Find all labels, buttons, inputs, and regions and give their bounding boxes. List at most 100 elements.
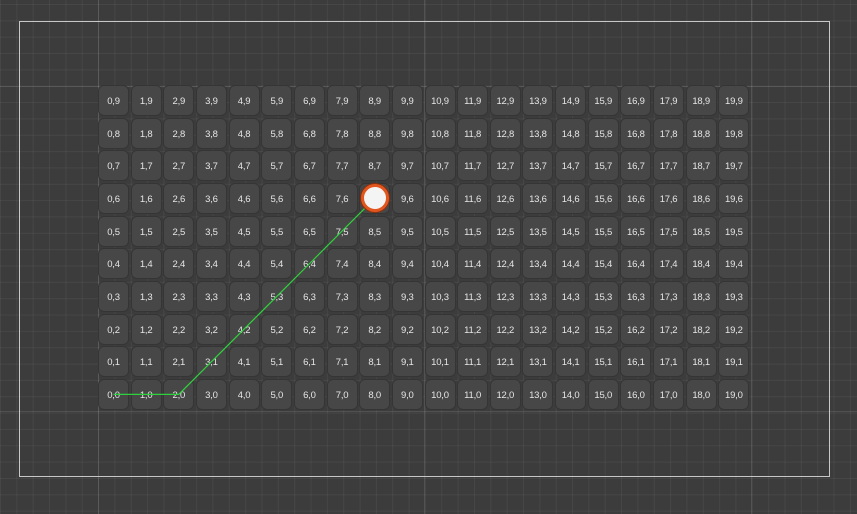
tile-3-6[interactable]: 3,6: [195, 182, 227, 214]
tile-7-3[interactable]: 7,3: [326, 280, 358, 312]
tile-7-0[interactable]: 7,0: [326, 378, 358, 410]
tile-17-9[interactable]: 17,9: [653, 85, 685, 116]
tile-8-7[interactable]: 8,7: [359, 150, 391, 182]
tile-5-1[interactable]: 5,1: [261, 346, 293, 378]
tile-4-5[interactable]: 4,5: [228, 215, 260, 247]
tile-7-5[interactable]: 7,5: [326, 215, 358, 247]
tile-15-3[interactable]: 15,3: [587, 280, 619, 312]
tile-15-1[interactable]: 15,1: [587, 346, 619, 378]
tile-11-0[interactable]: 11,0: [457, 378, 489, 410]
tile-2-0[interactable]: 2,0: [163, 378, 195, 410]
tile-1-7[interactable]: 1,7: [130, 150, 162, 182]
tile-18-1[interactable]: 18,1: [685, 346, 717, 378]
tile-0-5[interactable]: 0,5: [98, 215, 129, 247]
tile-0-7[interactable]: 0,7: [98, 150, 129, 182]
tile-12-2[interactable]: 12,2: [489, 313, 521, 345]
tile-15-2[interactable]: 15,2: [587, 313, 619, 345]
tile-17-6[interactable]: 17,6: [653, 182, 685, 214]
tile-1-9[interactable]: 1,9: [130, 85, 162, 116]
tile-19-0[interactable]: 19,0: [718, 378, 750, 410]
tile-19-3[interactable]: 19,3: [718, 280, 750, 312]
tile-18-0[interactable]: 18,0: [685, 378, 717, 410]
tile-17-3[interactable]: 17,3: [653, 280, 685, 312]
tile-8-5[interactable]: 8,5: [359, 215, 391, 247]
tile-0-8[interactable]: 0,8: [98, 117, 129, 149]
tile-7-7[interactable]: 7,7: [326, 150, 358, 182]
tile-12-0[interactable]: 12,0: [489, 378, 521, 410]
tile-4-9[interactable]: 4,9: [228, 85, 260, 116]
tile-19-6[interactable]: 19,6: [718, 182, 750, 214]
tile-17-4[interactable]: 17,4: [653, 248, 685, 280]
tile-18-6[interactable]: 18,6: [685, 182, 717, 214]
tile-19-2[interactable]: 19,2: [718, 313, 750, 345]
tile-7-6[interactable]: 7,6: [326, 182, 358, 214]
tile-17-8[interactable]: 17,8: [653, 117, 685, 149]
tile-1-0[interactable]: 1,0: [130, 378, 162, 410]
tile-8-2[interactable]: 8,2: [359, 313, 391, 345]
tile-10-6[interactable]: 10,6: [424, 182, 456, 214]
tile-16-8[interactable]: 16,8: [620, 117, 652, 149]
tile-0-9[interactable]: 0,9: [98, 85, 129, 116]
tile-13-4[interactable]: 13,4: [522, 248, 554, 280]
tile-5-8[interactable]: 5,8: [261, 117, 293, 149]
tile-1-1[interactable]: 1,1: [130, 346, 162, 378]
tile-10-8[interactable]: 10,8: [424, 117, 456, 149]
tile-5-5[interactable]: 5,5: [261, 215, 293, 247]
tile-10-1[interactable]: 10,1: [424, 346, 456, 378]
tile-15-6[interactable]: 15,6: [587, 182, 619, 214]
tile-7-9[interactable]: 7,9: [326, 85, 358, 116]
tile-15-7[interactable]: 15,7: [587, 150, 619, 182]
tile-6-7[interactable]: 6,7: [293, 150, 325, 182]
tile-3-2[interactable]: 3,2: [195, 313, 227, 345]
tile-2-4[interactable]: 2,4: [163, 248, 195, 280]
tile-12-9[interactable]: 12,9: [489, 85, 521, 116]
tile-14-0[interactable]: 14,0: [555, 378, 587, 410]
tile-4-4[interactable]: 4,4: [228, 248, 260, 280]
tile-18-5[interactable]: 18,5: [685, 215, 717, 247]
tile-16-2[interactable]: 16,2: [620, 313, 652, 345]
tile-5-2[interactable]: 5,2: [261, 313, 293, 345]
tile-4-7[interactable]: 4,7: [228, 150, 260, 182]
tile-5-9[interactable]: 5,9: [261, 85, 293, 116]
tile-4-0[interactable]: 4,0: [228, 378, 260, 410]
tile-3-5[interactable]: 3,5: [195, 215, 227, 247]
tile-3-1[interactable]: 3,1: [195, 346, 227, 378]
tile-3-9[interactable]: 3,9: [195, 85, 227, 116]
tile-2-2[interactable]: 2,2: [163, 313, 195, 345]
tile-17-1[interactable]: 17,1: [653, 346, 685, 378]
tile-4-2[interactable]: 4,2: [228, 313, 260, 345]
tile-10-0[interactable]: 10,0: [424, 378, 456, 410]
tile-18-2[interactable]: 18,2: [685, 313, 717, 345]
tile-9-2[interactable]: 9,2: [391, 313, 423, 345]
tile-15-8[interactable]: 15,8: [587, 117, 619, 149]
tile-6-8[interactable]: 6,8: [293, 117, 325, 149]
tile-0-6[interactable]: 0,6: [98, 182, 129, 214]
tile-19-9[interactable]: 19,9: [718, 85, 750, 116]
tile-14-2[interactable]: 14,2: [555, 313, 587, 345]
tile-9-8[interactable]: 9,8: [391, 117, 423, 149]
tile-12-3[interactable]: 12,3: [489, 280, 521, 312]
tile-19-1[interactable]: 19,1: [718, 346, 750, 378]
tile-11-5[interactable]: 11,5: [457, 215, 489, 247]
tile-11-3[interactable]: 11,3: [457, 280, 489, 312]
tile-16-1[interactable]: 16,1: [620, 346, 652, 378]
tile-17-5[interactable]: 17,5: [653, 215, 685, 247]
tile-2-6[interactable]: 2,6: [163, 182, 195, 214]
tile-16-4[interactable]: 16,4: [620, 248, 652, 280]
tile-12-8[interactable]: 12,8: [489, 117, 521, 149]
tile-16-7[interactable]: 16,7: [620, 150, 652, 182]
tile-7-1[interactable]: 7,1: [326, 346, 358, 378]
tile-9-0[interactable]: 9,0: [391, 378, 423, 410]
tile-14-3[interactable]: 14,3: [555, 280, 587, 312]
tile-8-1[interactable]: 8,1: [359, 346, 391, 378]
tile-19-4[interactable]: 19,4: [718, 248, 750, 280]
tile-2-9[interactable]: 2,9: [163, 85, 195, 116]
tile-8-0[interactable]: 8,0: [359, 378, 391, 410]
tile-17-7[interactable]: 17,7: [653, 150, 685, 182]
tile-1-4[interactable]: 1,4: [130, 248, 162, 280]
tile-12-6[interactable]: 12,6: [489, 182, 521, 214]
tile-6-6[interactable]: 6,6: [293, 182, 325, 214]
tile-11-1[interactable]: 11,1: [457, 346, 489, 378]
tile-14-4[interactable]: 14,4: [555, 248, 587, 280]
tile-18-3[interactable]: 18,3: [685, 280, 717, 312]
